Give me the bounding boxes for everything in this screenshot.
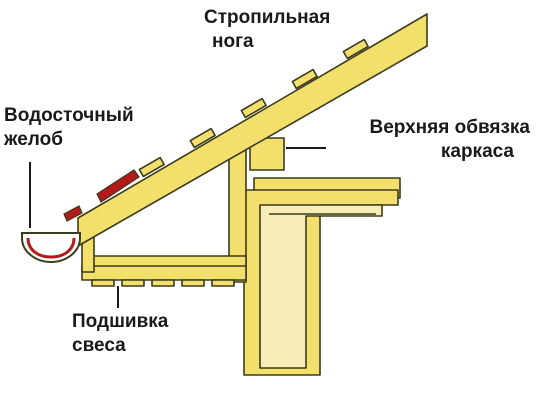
soffit-label-line2: свеса bbox=[72, 335, 126, 356]
rafter-label-line1: Стропильная bbox=[204, 7, 331, 28]
roof-batten bbox=[240, 97, 267, 119]
rafter-label-line2: нога bbox=[212, 31, 254, 52]
soffit-board bbox=[121, 279, 145, 287]
roof-batten bbox=[138, 156, 165, 178]
soffit-board bbox=[91, 279, 115, 287]
rafter-label: Стропильная нога bbox=[204, 6, 330, 54]
roof-batten bbox=[291, 68, 318, 90]
gutter-label-line1: Водосточный bbox=[4, 105, 134, 126]
roof-batten bbox=[189, 127, 216, 149]
gutter-label-line2: желоб bbox=[4, 129, 63, 150]
soffit-board bbox=[181, 279, 205, 287]
soffit-board bbox=[211, 279, 235, 287]
top-plate-label: Верхняя обвязка каркаса bbox=[330, 116, 530, 164]
soffit-board bbox=[151, 279, 175, 287]
roofing-drip bbox=[63, 169, 140, 222]
top-plate-label-line1: Верхняя обвязка bbox=[369, 117, 530, 138]
fascia-beam bbox=[81, 265, 247, 281]
soffit-label: Подшивка свеса bbox=[72, 310, 168, 358]
gutter-label: Водосточный желоб bbox=[4, 104, 134, 152]
soffit-label-line1: Подшивка bbox=[72, 311, 169, 332]
wall-frame-inner bbox=[259, 204, 383, 369]
top-plate-label-line2: каркаса bbox=[440, 141, 514, 162]
gutter bbox=[21, 232, 81, 264]
roof-batten bbox=[342, 38, 369, 60]
